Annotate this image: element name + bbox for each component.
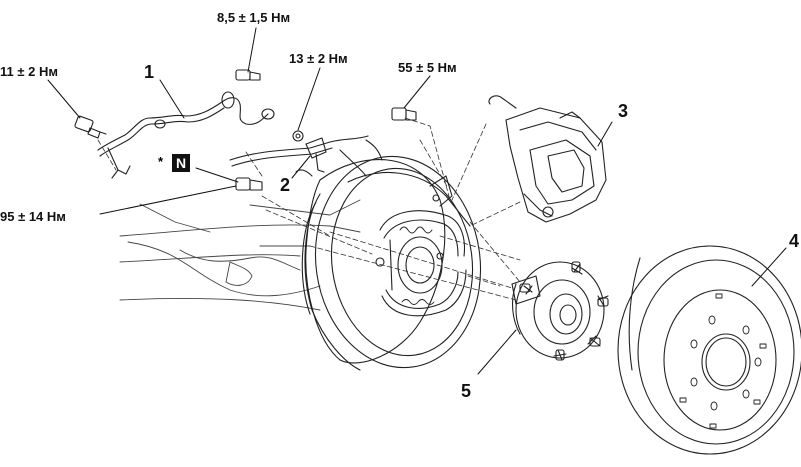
callout-3: 3 <box>618 101 629 121</box>
torque-label-bolt-55: 55 ± 5 Нм <box>398 60 457 75</box>
bolt-11nm <box>74 115 107 139</box>
callout-4: 4 <box>789 231 800 251</box>
wheel-speed-sensor <box>229 135 383 177</box>
disc-bolt-holes <box>679 293 767 429</box>
callout-1: 1 <box>144 62 155 82</box>
torque-label-bolt-8-5: 8,5 ± 1,5 Нм <box>217 10 291 25</box>
alignment-lines <box>97 117 521 301</box>
callout-5: 5 <box>461 381 472 401</box>
brake-disc <box>617 245 801 455</box>
parking-brake-shoes <box>375 210 467 317</box>
torque-label-bolt-11: 11 ± 2 Нм <box>0 64 58 79</box>
new-part-badge: N <box>172 154 190 172</box>
bolt-55nm <box>391 107 417 121</box>
wheel-hub <box>511 261 609 361</box>
brake-disc-installed <box>301 172 471 371</box>
nut-13nm <box>292 130 304 142</box>
torque-label-nut-13: 13 ± 2 Нм <box>289 51 348 66</box>
wheel-speed-sensor-cable <box>97 91 275 179</box>
axle-beam <box>119 199 361 311</box>
torque-label-bolt-95: 95 ± 14 Нм <box>0 209 66 224</box>
bolt-8-5nm <box>235 69 261 81</box>
note-asterisk: * <box>158 154 164 169</box>
brake-backing-plate <box>295 159 453 364</box>
brake-caliper <box>488 95 607 223</box>
dust-shield <box>314 155 482 369</box>
wheel-studs <box>519 261 609 361</box>
bolt-95nm <box>235 177 263 191</box>
callout-2: 2 <box>280 175 291 195</box>
leader-lines <box>47 27 787 375</box>
